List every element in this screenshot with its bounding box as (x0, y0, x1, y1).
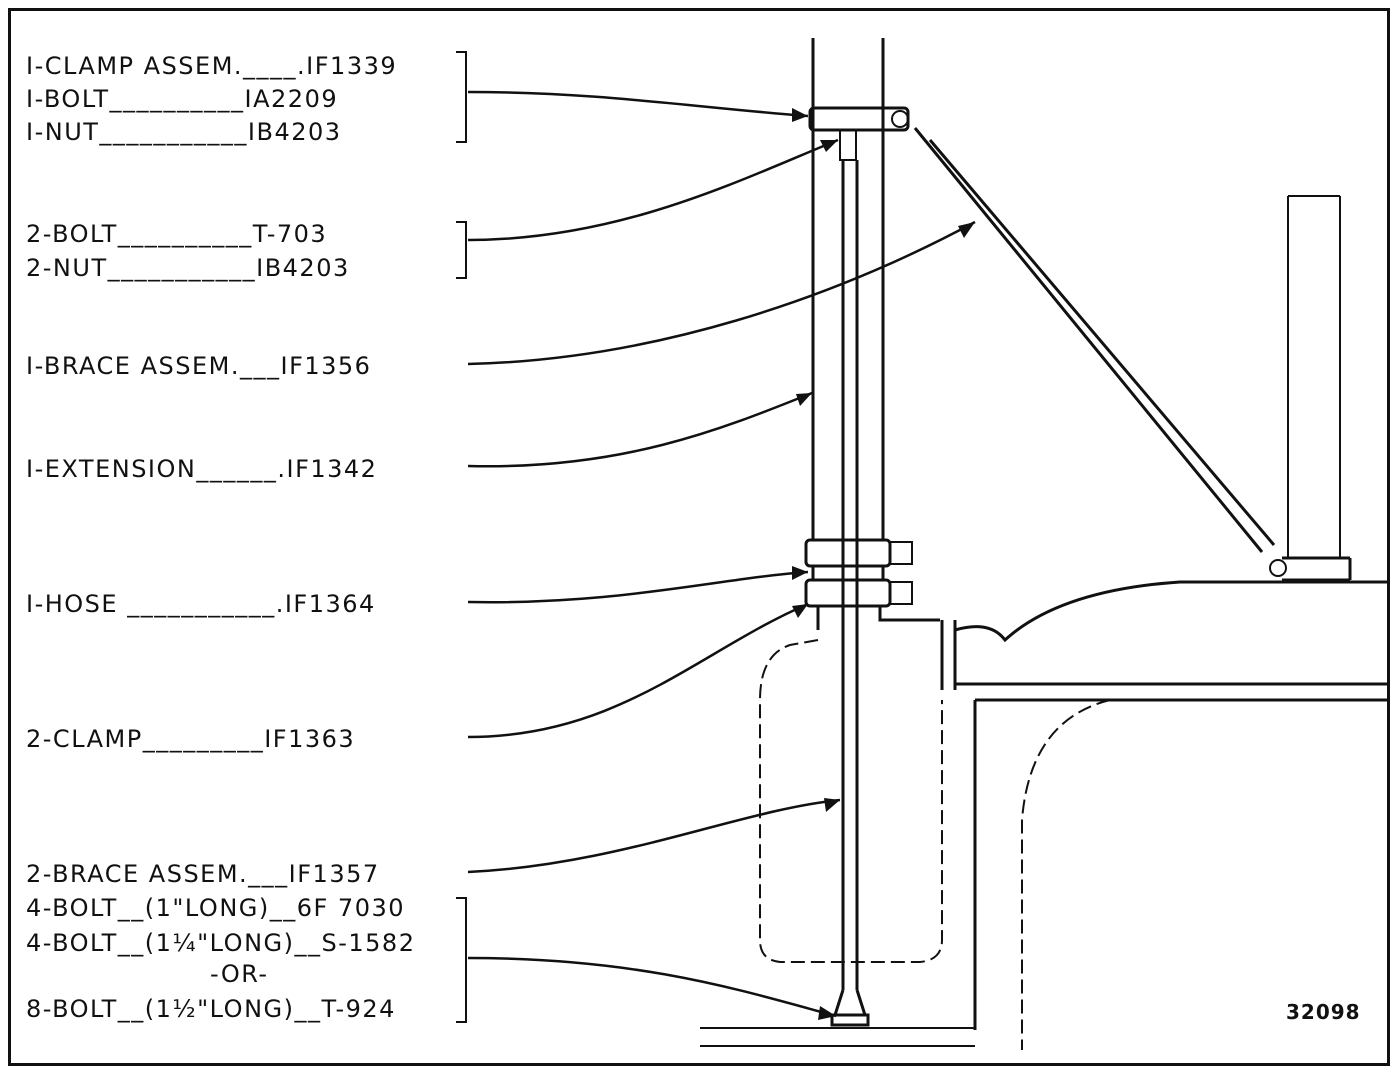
label-clamp-assem: I-CLAMP ASSEM.____.IF1339 (26, 52, 398, 80)
extension-pipe (811, 38, 885, 540)
label-brace-assem-1: I-BRACE ASSEM.___IF1356 (26, 352, 372, 380)
leader-arrows (467, 90, 976, 1018)
air-cleaner-body (759, 606, 957, 963)
label-brackets (456, 51, 467, 1023)
label-nut-1: I-NUT___________IB4203 (26, 118, 342, 146)
label-bolt-1: I-BOLT__________IA2209 (26, 85, 339, 113)
hose-clamps (804, 538, 913, 608)
label-bolt-1-half-long: 8-BOLT__(1½"LONG)__T-924 (26, 995, 396, 1023)
arrow-heads (792, 108, 975, 1020)
figure-number: 32098 (1286, 1000, 1361, 1024)
label-or: -OR- (210, 960, 269, 988)
label-bolt-1-long: 4-BOLT__(1"LONG)__6F 7030 (26, 894, 406, 922)
label-bolt-1-quarter-long: 4-BOLT__(1¼"LONG)__S-1582 (26, 929, 416, 957)
top-clamp (808, 106, 910, 161)
label-extension: I-EXTENSION______.IF1342 (26, 455, 378, 483)
vehicle-outline (700, 556, 1390, 1050)
label-hose: I-HOSE ___________.IF1364 (26, 590, 376, 618)
diagonal-brace (913, 127, 1287, 577)
right-post (1287, 195, 1341, 558)
vertical-brace (830, 160, 870, 1027)
label-brace-assem-2: 2-BRACE ASSEM.___IF1357 (26, 860, 380, 888)
label-clamp-2: 2-CLAMP_________IF1363 (26, 725, 356, 753)
diagram-frame (8, 8, 1390, 1066)
label-bolt-2: 2-BOLT__________T-703 (26, 220, 328, 248)
label-nut-2: 2-NUT___________IB4203 (26, 254, 350, 282)
